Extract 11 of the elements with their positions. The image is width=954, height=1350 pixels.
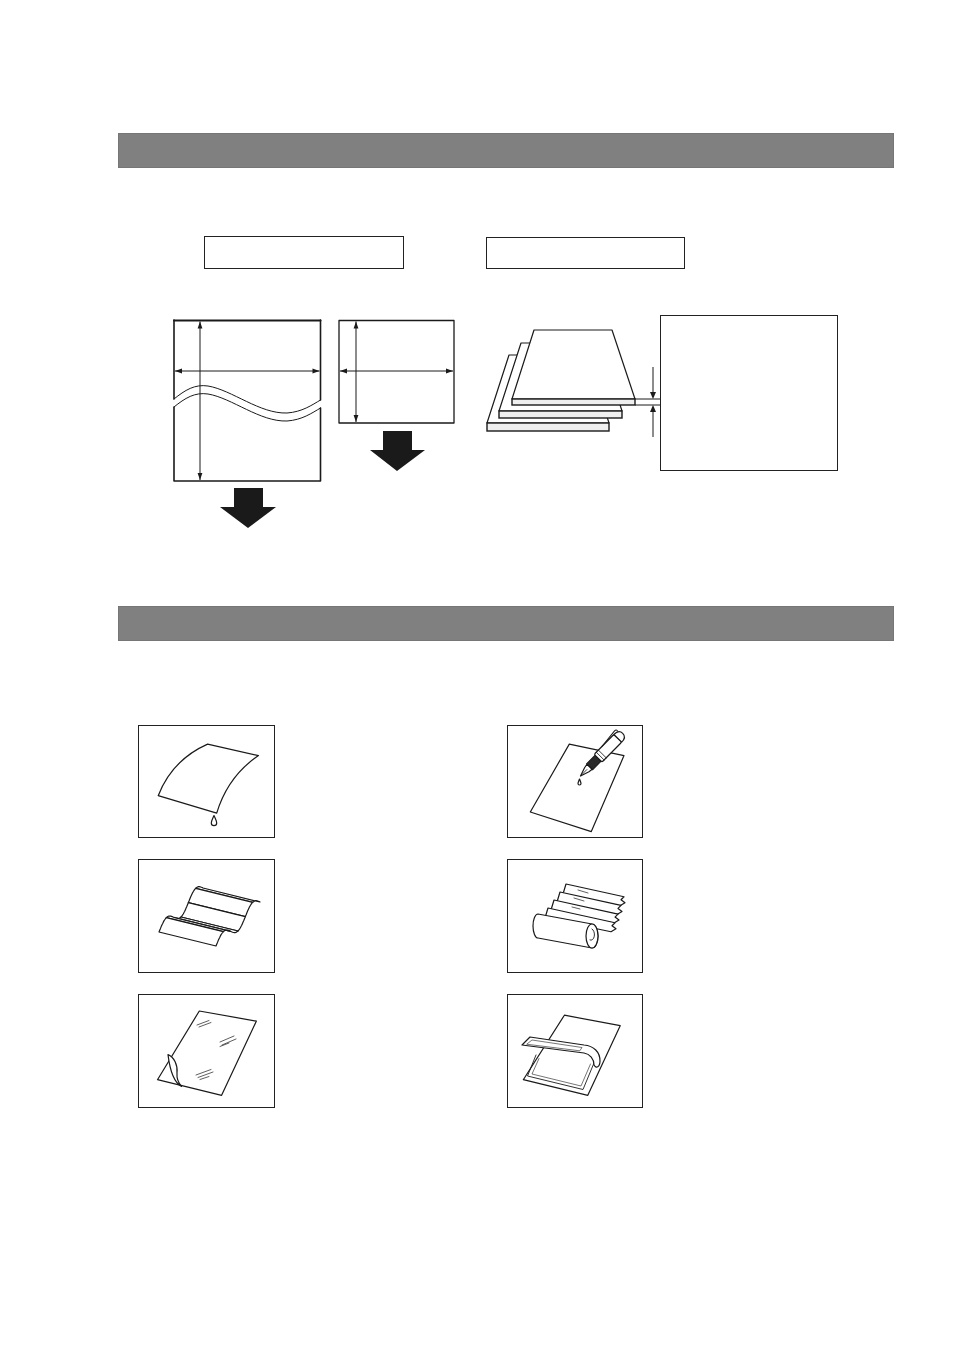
blank-frame — [204, 236, 404, 269]
illustration-frame — [138, 725, 275, 838]
blank-frame — [660, 315, 838, 471]
blank-frame — [486, 237, 685, 269]
illustration-frame — [507, 859, 643, 973]
section-header-bar — [118, 606, 894, 641]
illustration-frame — [138, 859, 275, 973]
illustration-frame — [507, 725, 643, 838]
illustration-frame — [138, 994, 275, 1108]
section-header-bar — [118, 133, 894, 168]
illustration-frame — [507, 994, 643, 1108]
